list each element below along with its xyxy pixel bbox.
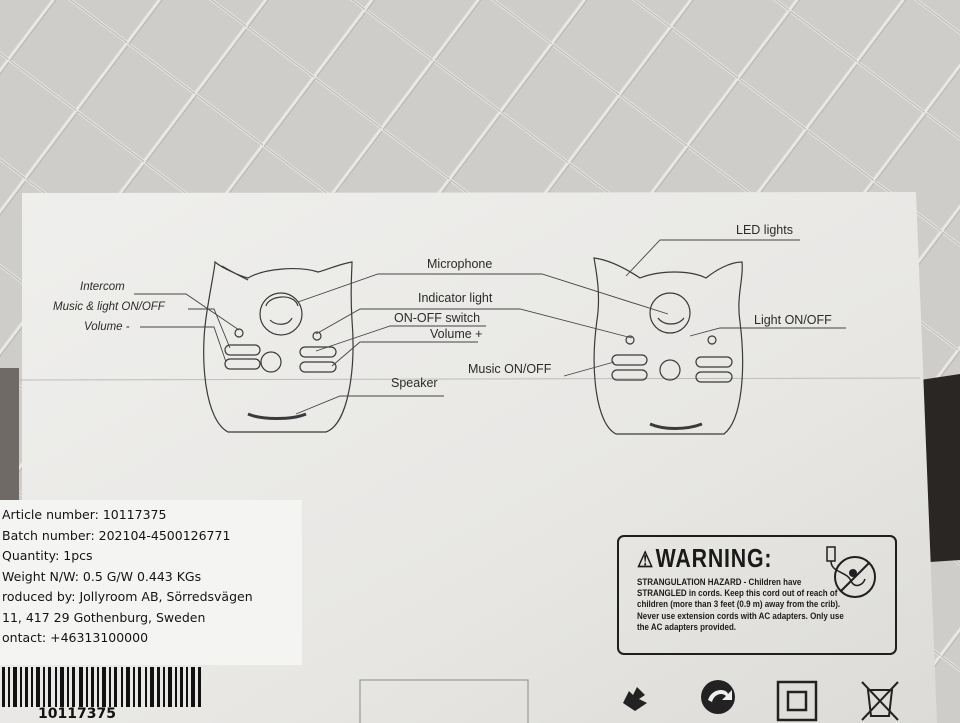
box-window-outline [359, 679, 529, 723]
green-dot-icon [701, 680, 735, 714]
product-info: Article number: 10117375 Batch number: 2… [2, 505, 302, 649]
box-left-strip [0, 368, 19, 506]
crossed-bin-icon [861, 681, 899, 721]
label-music-light: Music & light ON/OFF [53, 301, 165, 313]
parent-unit-drawing [203, 260, 354, 433]
info-line: Quantity: 1pcs [2, 548, 93, 563]
label-intercom: Intercom [80, 281, 125, 293]
warning-box: ⚠WARNING: STRANGULATION HAZARD - Childre… [617, 535, 897, 655]
barcode [2, 667, 201, 707]
double-square-icon [776, 680, 818, 722]
info-line: ontact: +46313100000 [2, 630, 149, 645]
triangle-warning-icon: ⚠ [637, 547, 655, 572]
warning-title: ⚠WARNING: [637, 543, 772, 574]
label-microphone: Microphone [427, 257, 493, 271]
recycle-icon [623, 687, 647, 711]
info-line: Batch number: 202104-4500126771 [2, 527, 231, 543]
box-side-edge [920, 374, 960, 562]
cord-warning-icon [826, 546, 876, 598]
label-volume-plus: Volume + [430, 327, 483, 341]
label-music-on-off: Music ON/OFF [468, 362, 552, 376]
baby-unit-drawing [593, 257, 744, 435]
info-line: 11, 417 29 Gothenburg, Sweden [2, 609, 206, 625]
info-sticker [0, 500, 302, 665]
info-line: Article number: 10117375 [2, 507, 167, 522]
info-line: roduced by: Jollyroom AB, Sörredsvägen [2, 589, 253, 604]
leader-lines [134, 239, 846, 415]
info-line: Weight N/W: 0.5 G/W 0.443 KGs [2, 568, 202, 584]
label-on-off-switch: ON-OFF switch [394, 311, 481, 325]
label-indicator-light: Indicator light [418, 291, 493, 305]
label-led-lights: LED lights [736, 223, 793, 237]
barcode-number: 10117375 [38, 706, 116, 722]
warning-title-text: WARNING: [655, 543, 773, 573]
warning-text: STRANGULATION HAZARD - Children have STR… [637, 577, 844, 633]
label-volume-minus: Volume - [84, 321, 130, 333]
label-light-on-off: Light ON/OFF [754, 313, 832, 327]
label-speaker: Speaker [391, 376, 438, 390]
